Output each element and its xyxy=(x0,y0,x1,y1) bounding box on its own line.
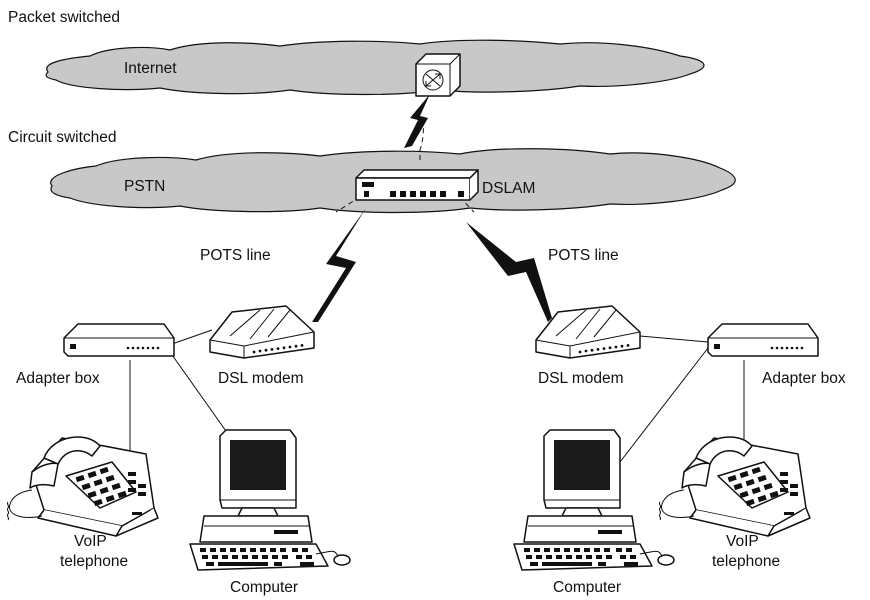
adapter-box-icon xyxy=(63,323,175,357)
computer-label-left: Computer xyxy=(230,579,298,596)
adapter-box-icon xyxy=(707,323,819,357)
internet-cloud xyxy=(45,39,705,96)
computer-icon xyxy=(189,429,351,571)
pots-line-label-right: POTS line xyxy=(548,247,619,264)
pots-line-label-left: POTS line xyxy=(200,247,271,264)
voip-label-right: VoIP xyxy=(726,533,759,550)
computer-label-right: Computer xyxy=(553,579,621,596)
adapter-box-label-left: Adapter box xyxy=(16,370,100,387)
telephone-label-left: telephone xyxy=(60,553,128,570)
lightning-link-icon xyxy=(466,222,552,322)
dsl-modem-label-right: DSL modem xyxy=(538,370,624,387)
adapter-modem-link-right xyxy=(639,335,709,343)
telephone-icon xyxy=(658,436,811,537)
dsl-modem-icon xyxy=(535,305,641,359)
adapter-computer-link-right xyxy=(619,347,709,463)
lightning-link-icon xyxy=(404,94,430,148)
dslam-icon xyxy=(355,169,479,201)
telephone-icon xyxy=(6,436,159,537)
internet-label: Internet xyxy=(124,60,177,77)
telephone-label-right: telephone xyxy=(712,553,780,570)
dsl-modem-label-left: DSL modem xyxy=(218,370,304,387)
dslam-label: DSLAM xyxy=(482,180,535,197)
computer-icon xyxy=(513,429,675,571)
voip-label-left: VoIP xyxy=(74,533,107,550)
router-icon xyxy=(415,53,461,97)
lightning-link-icon xyxy=(312,208,366,322)
circuit-switched-label: Circuit switched xyxy=(8,129,117,146)
dsl-modem-icon xyxy=(209,305,315,359)
adapter-modem-link-left xyxy=(171,329,213,345)
pstn-label: PSTN xyxy=(124,178,165,195)
adapter-box-label-right: Adapter box xyxy=(762,370,846,387)
packet-switched-label: Packet switched xyxy=(8,9,120,26)
